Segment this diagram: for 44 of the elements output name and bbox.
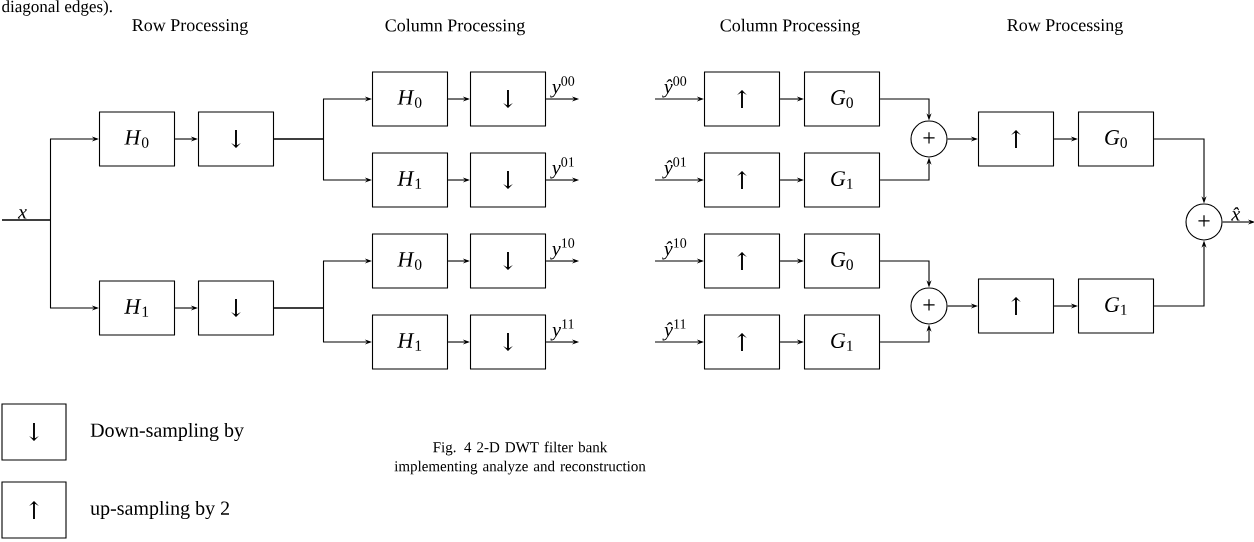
filter-box: H$_{1}$ bbox=[371, 314, 449, 370]
signal-label: y$^{00}$ bbox=[550, 76, 575, 98]
filter-box: G$_{1}$ bbox=[1077, 278, 1155, 334]
sampling-box: ↓ bbox=[197, 111, 275, 167]
filter-box: G$_{0}$ bbox=[803, 71, 881, 127]
sampling-box: ↑ bbox=[977, 111, 1055, 167]
sampling-box: ↑ bbox=[703, 233, 781, 289]
filter-box: H$_{0}$ bbox=[371, 233, 449, 289]
sampling-box: ↓ bbox=[469, 233, 547, 289]
signal-label: y$^{11}$ bbox=[550, 319, 574, 341]
filter-box: G$_{0}$ bbox=[803, 233, 881, 289]
filter-box: H$_{0}$ bbox=[98, 111, 176, 167]
filter-box: G$_{1}$ bbox=[803, 314, 881, 370]
signal-label: ŷ$^{01}$ bbox=[662, 157, 686, 179]
sampling-box: ↓ bbox=[197, 280, 275, 336]
sampling-box: ↑ bbox=[977, 278, 1055, 334]
signal-label: ŷ$^{11}$ bbox=[662, 319, 686, 341]
filter-box: H$_{1}$ bbox=[98, 280, 176, 336]
sampling-box: ↓ bbox=[469, 71, 547, 127]
filter-box: G$_{1}$ bbox=[803, 152, 881, 208]
signal-label: y$^{01}$ bbox=[550, 157, 574, 179]
signal-label: ŷ$^{10}$ bbox=[662, 238, 687, 260]
cut-off-text: diagonal edges). bbox=[2, 0, 112, 16]
signal-label: x bbox=[17, 209, 27, 219]
column-heading: Column Processing bbox=[385, 18, 525, 36]
sampling-box: ↓ bbox=[1, 403, 67, 461]
sampling-box: ↓ bbox=[469, 152, 547, 208]
filter-box: H$_{1}$ bbox=[371, 152, 449, 208]
sampling-box: ↑ bbox=[703, 314, 781, 370]
legend-text: up-sampling by 2 bbox=[90, 500, 229, 520]
sampling-box: ↑ bbox=[1, 481, 67, 539]
signal-label: y$^{10}$ bbox=[550, 238, 575, 260]
filter-box: H$_{0}$ bbox=[371, 71, 449, 127]
column-heading: Row Processing bbox=[1007, 19, 1123, 35]
sampling-box: ↑ bbox=[703, 71, 781, 127]
figure-caption: Fig. 4 2-D DWT filter bank implementing analyze and reconstruction bbox=[394, 441, 646, 475]
signal-label: x̂ bbox=[1231, 207, 1241, 221]
filter-box: G$_{0}$ bbox=[1077, 111, 1155, 167]
sampling-box: ↑ bbox=[703, 152, 781, 208]
legend-text: Down-sampling by bbox=[90, 422, 244, 442]
sampling-box: ↓ bbox=[469, 314, 547, 370]
signal-label: ŷ$^{00}$ bbox=[662, 76, 687, 98]
column-heading: Row Processing bbox=[132, 19, 248, 35]
column-heading: Column Processing bbox=[720, 18, 860, 36]
